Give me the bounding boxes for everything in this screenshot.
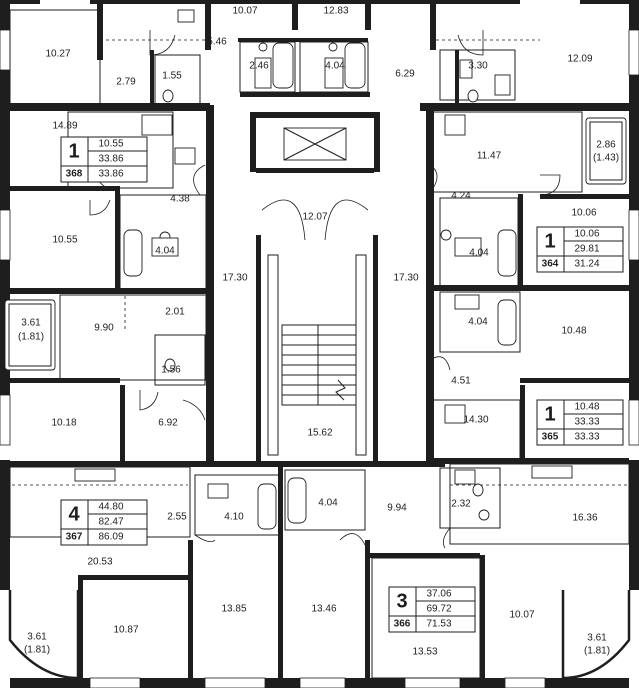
- living-area: 10.48: [574, 402, 599, 413]
- room-area-label: 10.18: [51, 418, 76, 429]
- room-area-label: 2.46: [249, 61, 269, 72]
- room-area-label: 16.36: [572, 513, 597, 524]
- balconies: [4, 117, 631, 680]
- room-area-label: 15.62: [307, 428, 332, 439]
- stair-core: [250, 112, 380, 465]
- living-area: 10.06: [574, 229, 599, 240]
- room-area-label: 14.89: [52, 121, 77, 132]
- total-area-with-balcony: 33.86: [98, 169, 123, 180]
- room-area-label: 1.56: [161, 365, 181, 376]
- room-area-label: (1.81): [18, 332, 44, 343]
- room-area-label: (1.81): [24, 645, 50, 656]
- apartment-number: 367: [66, 532, 83, 543]
- room-area-label: 2.86: [596, 140, 616, 151]
- room-area-label: (1.43): [593, 153, 619, 164]
- room-area-label: 4.04: [318, 498, 338, 509]
- room-area-label: 2.01: [165, 307, 185, 318]
- room-count: 3: [396, 590, 407, 612]
- room-area-label: 2.32: [451, 499, 471, 510]
- room-area-label: 17.30: [222, 273, 247, 284]
- room-area-label: 2.79: [116, 77, 136, 88]
- apartment-info-364: 1 364 10.06 29.81 31.24: [536, 226, 624, 273]
- living-area: 37.06: [426, 589, 451, 600]
- room-count: 1: [68, 140, 79, 162]
- room-area-label: 13.46: [311, 604, 336, 615]
- total-area-with-balcony: 71.53: [426, 619, 451, 630]
- total-area-with-balcony: 31.24: [574, 259, 599, 270]
- room-area-label: (1.81): [584, 646, 610, 657]
- room-area-label: 4.04: [469, 248, 489, 259]
- room-area-label: 9.90: [94, 323, 114, 334]
- total-area: 33.33: [574, 417, 599, 428]
- room-area-label: 10.07: [509, 610, 534, 621]
- apartment-number: 368: [66, 169, 83, 180]
- apartment-number: 366: [394, 619, 411, 630]
- room-area-label: 4.24: [451, 191, 471, 202]
- total-area: 33.86: [98, 154, 123, 165]
- apartment-info-368: 1 368 10.55 33.86 33.86: [60, 136, 148, 183]
- room-area-label: 14.30: [463, 415, 488, 426]
- room-area-label: 12.83: [323, 6, 348, 17]
- room-area-label: 13.53: [412, 647, 437, 658]
- room-area-label: 4.10: [224, 512, 244, 523]
- total-area: 69.72: [426, 604, 451, 615]
- living-area: 10.55: [98, 139, 123, 150]
- apartment-info-365: 1 365 10.48 33.33 33.33: [536, 399, 624, 446]
- room-area-label: 20.53: [87, 557, 112, 568]
- room-area-label: 12.07: [302, 212, 327, 223]
- room-area-label: 10.27: [45, 49, 70, 60]
- fixtures: [74, 9, 573, 530]
- room-area-label: 3.61: [587, 633, 607, 644]
- total-area-with-balcony: 86.09: [98, 532, 123, 543]
- room-area-label: 4.04: [325, 61, 345, 72]
- room-area-label: 10.55: [52, 235, 77, 246]
- room-area-label: 4.04: [155, 246, 175, 257]
- apartment-number: 365: [542, 432, 559, 443]
- room-area-label: 10.06: [571, 208, 596, 219]
- room-area-label: 13.85: [221, 604, 246, 615]
- room-area-label: 10.87: [113, 625, 138, 636]
- room-area-label: 6.92: [158, 418, 178, 429]
- room-area-label: 4.04: [468, 317, 488, 328]
- room-area-label: 3.61: [21, 318, 41, 329]
- room-area-label: 9.94: [387, 503, 407, 514]
- room-area-label: 3.30: [468, 61, 488, 72]
- total-area: 29.81: [574, 244, 599, 255]
- room-area-label: 5.46: [207, 37, 227, 48]
- room-area-label: 10.07: [232, 6, 257, 17]
- room-area-label: 4.38: [170, 194, 190, 205]
- room-count: 1: [544, 230, 555, 252]
- room-area-label: 2.55: [167, 512, 187, 523]
- room-area-label: 3.61: [27, 632, 47, 643]
- room-area-label: 6.29: [395, 69, 415, 80]
- room-labels: 10.07 12.83 10.27 5.46 2.79 1.55 2.46 4.…: [18, 6, 619, 658]
- room-area-label: 4.51: [451, 376, 471, 387]
- living-area: 44.80: [98, 502, 123, 513]
- room-count: 1: [544, 403, 555, 425]
- apartment-info-366: 3 366 37.06 69.72 71.53: [388, 586, 476, 633]
- room-area-label: 10.48: [561, 326, 586, 337]
- room-count: 4: [68, 503, 80, 525]
- interior-walls: [10, 0, 629, 680]
- room-area-label: 12.09: [567, 54, 592, 65]
- apartment-info-367: 4 367 44.80 82.47 86.09: [60, 499, 148, 546]
- room-area-label: 1.55: [162, 71, 182, 82]
- room-area-label: 11.47: [477, 151, 502, 162]
- total-area-with-balcony: 33.33: [574, 432, 599, 443]
- room-area-label: 17.30: [393, 273, 418, 284]
- partitions: [9, 9, 630, 679]
- apartment-number: 364: [542, 259, 559, 270]
- total-area: 82.47: [98, 517, 123, 528]
